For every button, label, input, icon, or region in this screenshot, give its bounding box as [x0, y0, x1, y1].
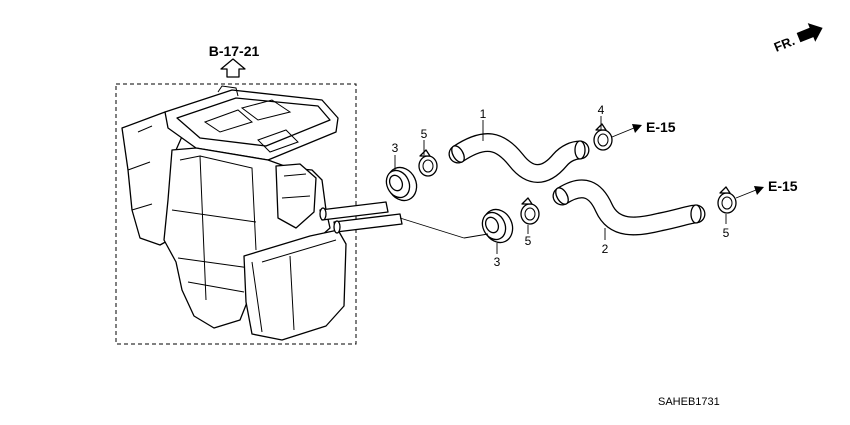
- diagram-code: SAHEB1731: [658, 396, 720, 408]
- callout-grommet-upper: 3: [392, 141, 399, 155]
- clamp-upper: [418, 149, 438, 177]
- ref-e-15-upper: E-15: [646, 119, 676, 135]
- callout-clamp-lower: 5: [525, 234, 532, 248]
- lower-flow-arrow: [735, 186, 764, 199]
- callout-grommet-lower: 3: [494, 255, 501, 269]
- heater-unit: [121, 85, 403, 341]
- callout-clamp-far-upper: 4: [598, 103, 605, 117]
- clamp-lower: [520, 197, 540, 225]
- heater-unit-boundary: [115, 83, 357, 345]
- callout-clamp-far-lower: 5: [723, 226, 730, 240]
- front-direction-indicator: FR.: [772, 23, 823, 55]
- fr-label: FR.: [772, 33, 797, 55]
- clamp-far-upper: [593, 123, 613, 151]
- hose-upper: [448, 133, 590, 183]
- callout-hose-lower: 2: [602, 242, 609, 256]
- hose-lower: [552, 179, 706, 236]
- lower-pipe-leader: [399, 217, 465, 239]
- callout-clamp-upper: 5: [421, 127, 428, 141]
- up-arrow-icon: [220, 58, 246, 78]
- ref-e-15-lower: E-15: [768, 178, 798, 194]
- grommet-lower: [481, 208, 514, 244]
- clamp-far-lower: [717, 186, 737, 214]
- upper-flow-arrow: [611, 124, 642, 138]
- fr-arrow-icon: [796, 23, 823, 43]
- grommet-upper: [385, 166, 418, 202]
- callout-hose-upper: 1: [480, 107, 487, 121]
- ref-b-17-21: B-17-21: [209, 43, 260, 59]
